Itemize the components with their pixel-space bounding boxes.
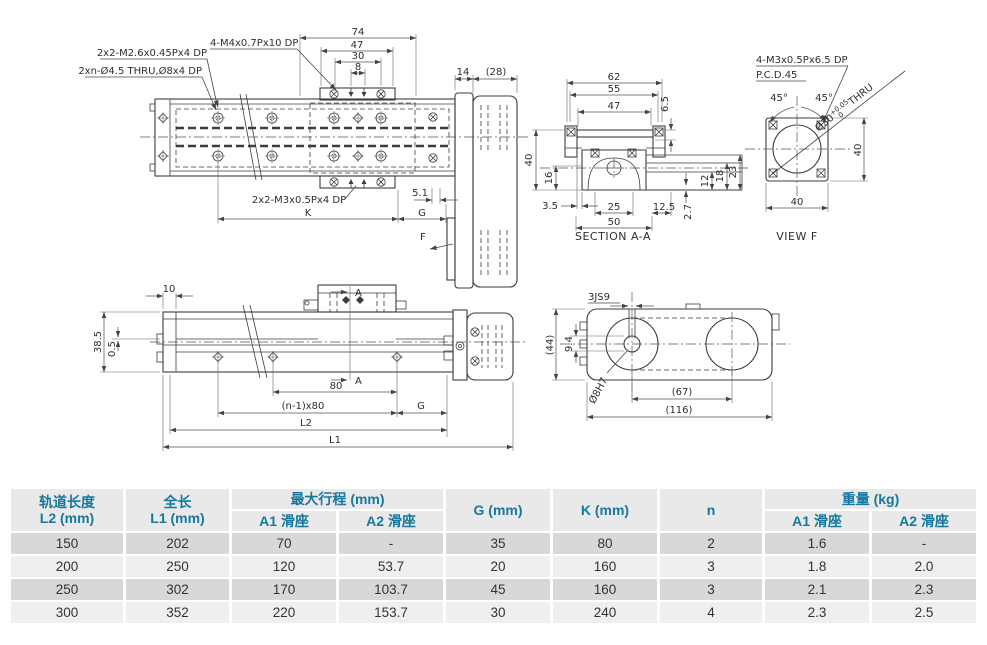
dim-40h: 40	[791, 197, 804, 208]
dim-74: 74	[352, 27, 365, 38]
callout-m3: 2x2-M3x0.5Px4 DP	[252, 195, 346, 206]
dim-47: 47	[608, 101, 621, 112]
section-aa-title: SECTION A-A	[575, 230, 651, 243]
dim-8h7: Ø8H7	[586, 375, 610, 405]
callout-pcd: P.C.D.45	[756, 70, 797, 81]
dim-k: K	[305, 208, 312, 219]
dim-67: (67)	[672, 387, 693, 398]
dim-116: (116)	[666, 405, 693, 416]
view-f-arrow-label: F	[420, 232, 426, 243]
dim-n-1-x80: (n-1)x80	[282, 401, 325, 412]
dim-14: 14	[457, 67, 470, 78]
drawing-area: 74 47 30 8 14 (28) 4-M4x0.7Px10 DP 2x2-M…	[78, 27, 906, 451]
bottom-view-drawing: 3JS9 (44) 9.4 Ø8H7 (67) (116)	[545, 292, 790, 421]
dim-44: (44)	[545, 335, 556, 356]
dim-0-5: 0.5	[107, 341, 118, 357]
dim-50: 50	[608, 217, 621, 228]
callout-viewf-m3: 4-M3x0.5Px6.5 DP	[756, 55, 848, 66]
dim-5-1: 5.1	[412, 188, 428, 199]
header-g: G (mm)	[446, 489, 550, 532]
dim-55: 55	[608, 84, 621, 95]
dim-16: 16	[544, 172, 555, 185]
header-n: n	[660, 489, 762, 532]
dim-8: 8	[355, 62, 361, 73]
callout-bore: Ø30+0.050THRU	[812, 80, 877, 135]
header-weight-a2: A2 滑座	[872, 511, 976, 532]
header-stroke-a2: A2 滑座	[339, 511, 443, 532]
dim-23: 23	[728, 166, 739, 179]
plan-view-drawing: 74 47 30 8 14 (28) 4-M4x0.7Px10 DP 2x2-M…	[78, 27, 530, 289]
callout-m26: 2x2-M2.6x0.45Px4 DP	[97, 48, 207, 59]
dim-g: G	[418, 208, 426, 219]
dim-30: 30	[352, 51, 365, 62]
dim-18: 18	[715, 170, 726, 183]
header-stroke-a1: A1 滑座	[232, 511, 336, 532]
dim-2-7: 2.7	[683, 204, 694, 220]
dim-40: 40	[524, 154, 535, 167]
header-weight: 重量 (kg)	[765, 489, 976, 510]
dim-38-5: 38.5	[93, 331, 104, 353]
dim-6-5: 6.5	[660, 96, 671, 112]
dim-80: 80	[330, 381, 343, 392]
callout-drill: 2xn-Ø4.5 THRU,Ø8x4 DP	[78, 65, 202, 77]
section-aa-drawing: 62 55 47 6.5 40 16 3.5 25 50 12.5 2	[524, 72, 750, 243]
dim-12: 12	[700, 175, 711, 188]
dim-12-5: 12.5	[653, 202, 675, 213]
dim-9-4: 9.4	[564, 336, 575, 352]
dim-45-right: 45°	[815, 93, 833, 104]
dim-47: 47	[351, 40, 364, 51]
callout-m4: 4-M4x0.7Px10 DP	[210, 38, 298, 49]
view-f-title: VIEW F	[776, 230, 817, 243]
header-k: K (mm)	[553, 489, 657, 532]
header-max-stroke: 最大行程 (mm)	[232, 489, 443, 510]
dim-3js9: 3JS9	[588, 292, 610, 303]
section-arrow-a-top: A	[355, 288, 362, 299]
dim-40v: 40	[853, 144, 864, 157]
side-view-drawing: A A 10 38.5 0.5 80 (n-1)x80 G	[93, 284, 528, 451]
dim-l2: L2	[300, 418, 312, 429]
dim-25: 25	[608, 202, 621, 213]
dim-62: 62	[608, 72, 621, 83]
section-arrow-a-bottom: A	[355, 376, 362, 387]
header-weight-a1: A1 滑座	[765, 511, 869, 532]
dim-45-left: 45°	[770, 93, 788, 104]
dim-10: 10	[163, 284, 176, 295]
view-f-drawing: 45° 45° 4-M3x0.5Px6.5 DP P.C.D.45 Ø30+0.…	[745, 55, 906, 243]
dim-g-side: G	[417, 401, 425, 412]
dim-l1: L1	[329, 435, 341, 446]
dim-28: (28)	[486, 67, 507, 78]
dim-3-5: 3.5	[542, 201, 558, 212]
